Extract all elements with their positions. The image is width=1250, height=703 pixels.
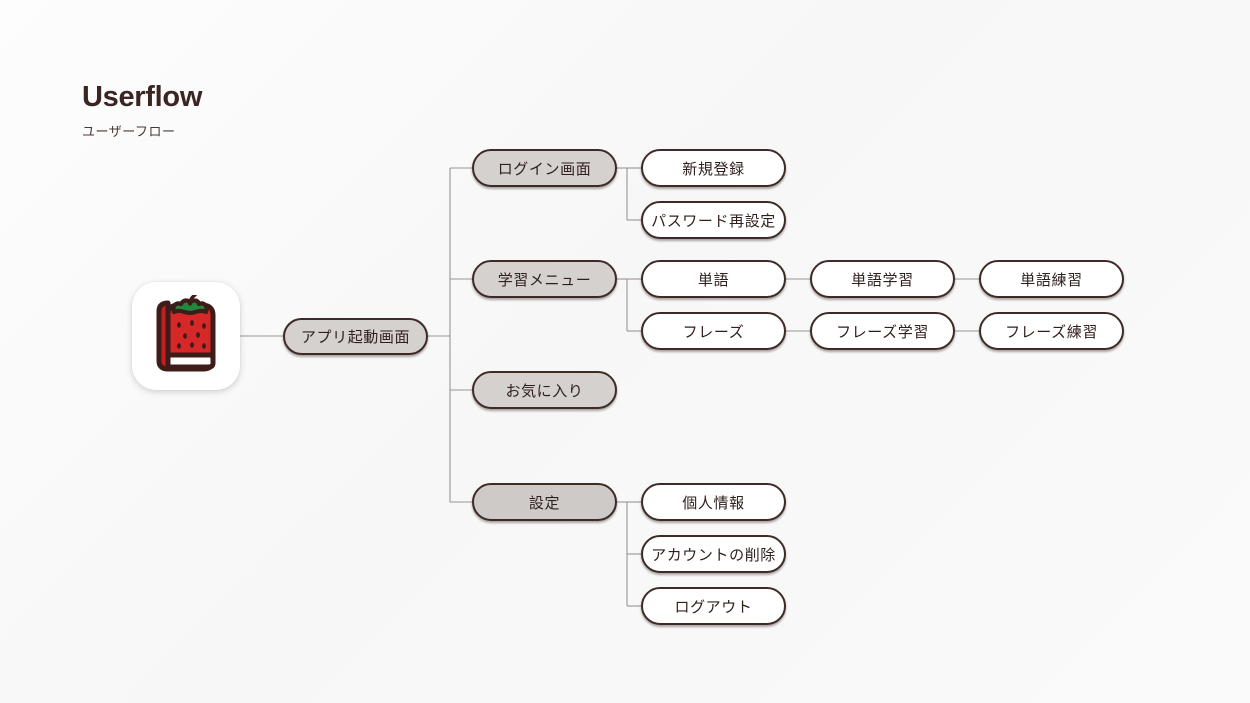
node-label: アカウントの削除 (651, 546, 776, 564)
node-label: フレーズ学習 (836, 323, 929, 341)
node-label: お気に入り (505, 382, 584, 400)
node-phrase-practice[interactable]: フレーズ練習 (979, 312, 1124, 350)
node-label: アプリ起動画面 (300, 329, 411, 346)
node-personal-info[interactable]: 個人情報 (641, 483, 786, 521)
node-label: 個人情報 (682, 494, 745, 512)
node-label: 新規登録 (682, 160, 745, 178)
node-new-registration[interactable]: 新規登録 (641, 149, 786, 187)
node-label: 単語 (697, 271, 730, 289)
node-label: フレーズ練習 (1005, 323, 1098, 341)
node-label: パスワード再設定 (651, 212, 776, 230)
node-phrase[interactable]: フレーズ (641, 312, 786, 350)
page-title: Userflow (82, 81, 203, 113)
node-delete-account[interactable]: アカウントの削除 (641, 535, 786, 573)
node-logout[interactable]: ログアウト (641, 587, 786, 625)
node-login-screen[interactable]: ログイン画面 (472, 149, 617, 187)
app-icon-tile (132, 282, 240, 390)
strawberry-book-icon (150, 295, 222, 377)
node-favorites[interactable]: お気に入り (472, 371, 617, 409)
node-label: 設定 (528, 494, 561, 512)
node-phrase-study[interactable]: フレーズ学習 (810, 312, 955, 350)
page-header: Userflow ユーザーフロー (82, 82, 202, 140)
node-label: 単語練習 (1020, 271, 1083, 289)
node-word-practice[interactable]: 単語練習 (979, 260, 1124, 298)
node-label: フレーズ (682, 323, 745, 341)
node-label: ログイン画面 (497, 160, 592, 178)
node-label: 学習メニュー (497, 271, 592, 289)
node-word-study[interactable]: 単語学習 (810, 260, 955, 298)
node-study-menu[interactable]: 学習メニュー (472, 260, 617, 298)
node-label: 単語学習 (851, 271, 914, 289)
node-app-launch[interactable]: アプリ起動画面 (283, 318, 428, 355)
node-label: ログアウト (674, 598, 753, 616)
node-settings[interactable]: 設定 (472, 483, 617, 521)
page-subtitle: ユーザーフロー (82, 124, 176, 140)
node-word[interactable]: 単語 (641, 260, 786, 298)
node-password-reset[interactable]: パスワード再設定 (641, 201, 786, 239)
